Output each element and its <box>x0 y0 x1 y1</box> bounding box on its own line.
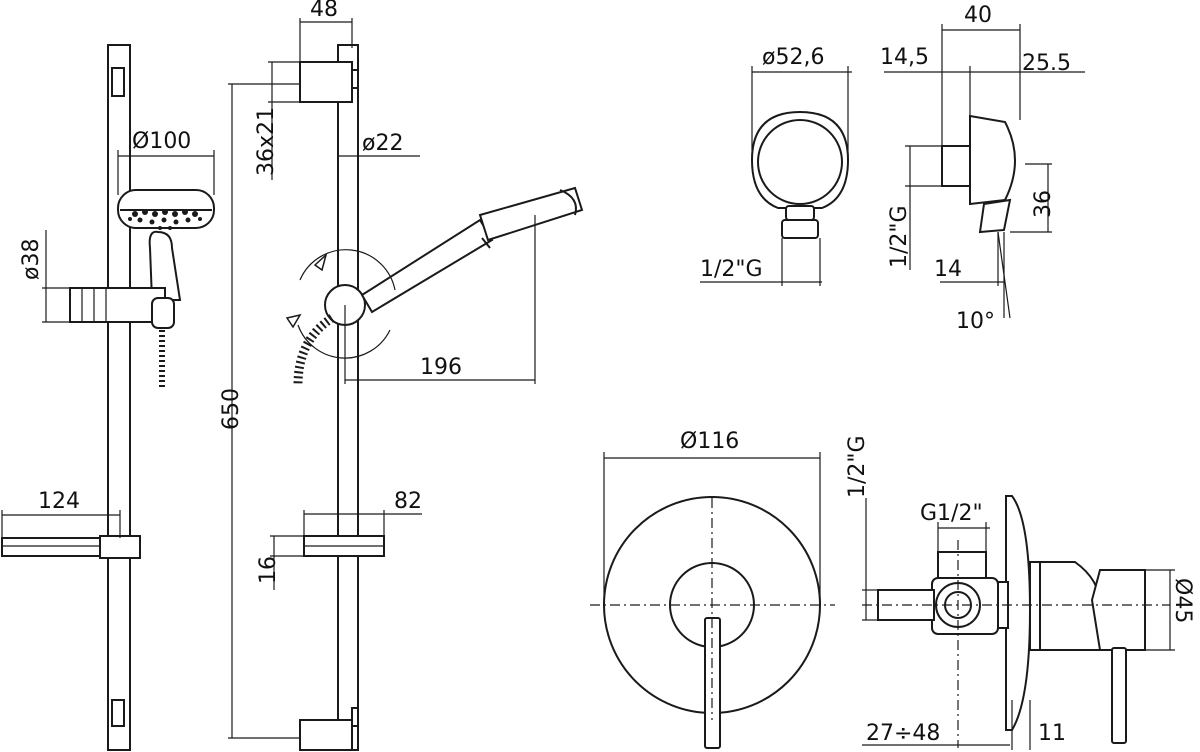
dim-depth-40: 40 <box>964 3 992 28</box>
soap-dish-front <box>1 535 141 559</box>
shower-head-front <box>117 189 215 301</box>
rotation-arrow-down-icon <box>285 313 302 329</box>
dim-depth-14-5: 14,5 <box>880 45 929 70</box>
dim-thread-1-2g-outlet: 1/2"G <box>700 257 763 282</box>
dims-side-view: 48 36x21 ø22 650 196 82 16 <box>219 0 536 739</box>
dim-width-14: 14 <box>934 257 962 282</box>
rail-bottom-slot <box>111 699 125 727</box>
valve-lever-side <box>1111 647 1127 744</box>
dim-depth-27-48: 27÷48 <box>866 721 940 746</box>
top-bracket-side <box>299 61 353 103</box>
dim-width-48: 48 <box>310 0 338 22</box>
wall-outlet-side: 40 14,5 25.5 36 1/2"G 14 10° <box>880 3 1085 334</box>
dim-length-196: 196 <box>420 355 462 380</box>
dim-diameter-45: Ø45 <box>1170 578 1195 623</box>
rail-side-view <box>285 44 584 751</box>
dim-diameter-116: Ø116 <box>680 429 739 454</box>
soap-dish-side <box>303 535 385 557</box>
dim-diameter-52-6: ø52,6 <box>762 45 824 70</box>
dims-front-view: Ø100 ø38 124 <box>1 129 215 538</box>
dim-height-16: 16 <box>256 556 281 584</box>
hand-shower-side <box>324 186 584 326</box>
dim-size-36x21: 36x21 <box>254 107 279 176</box>
rotation-arrow-up-icon <box>313 252 328 272</box>
dim-angle-10: 10° <box>956 309 995 334</box>
rail-bar <box>107 44 131 751</box>
rail-front-view <box>1 44 215 751</box>
valve-plate-front: Ø116 <box>590 429 835 749</box>
bottom-bracket-side <box>299 719 353 751</box>
dim-width-82: 82 <box>394 489 422 514</box>
slider-holder-front <box>69 287 175 329</box>
wall-outlet-front: ø52,6 1/2"G <box>700 45 852 286</box>
dim-thread-g1-2: G1/2" <box>920 501 983 526</box>
dim-height-650: 650 <box>219 388 244 430</box>
dim-width-11: 11 <box>1038 721 1066 746</box>
rail-side-bar <box>337 44 359 751</box>
dim-thread-1-2g-side: 1/2"G <box>887 205 912 268</box>
dim-thread-1-2g-valve: 1/2"G <box>845 435 870 498</box>
dim-height-36: 36 <box>1031 190 1056 218</box>
valve-side-view: G1/2" 1/2"G Ø45 27÷48 11 <box>845 435 1195 750</box>
dim-diameter-22: ø22 <box>362 131 403 156</box>
dim-depth-25-5: 25.5 <box>1022 51 1071 76</box>
dim-diameter-38: ø38 <box>19 239 44 280</box>
hose-side <box>293 314 335 386</box>
rail-top-slot <box>111 67 125 97</box>
dim-diameter-100: Ø100 <box>132 129 191 154</box>
dim-width-124: 124 <box>38 489 80 514</box>
